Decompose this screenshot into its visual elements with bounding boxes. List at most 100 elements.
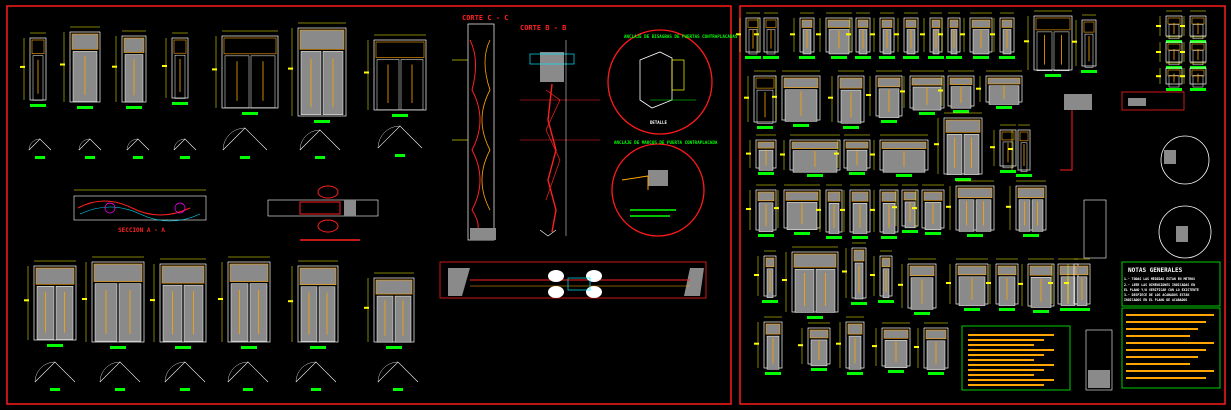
section-label-a: SECCION A - A: [118, 227, 165, 234]
specification-text-lines: [968, 314, 1214, 386]
door-elevation: [836, 316, 865, 375]
section-label-c: CORTE C - C: [462, 14, 508, 22]
door-elevation: [364, 272, 415, 349]
door-elevation: [1024, 10, 1073, 77]
spec-text-line: [968, 364, 1054, 366]
door-elevation: [990, 124, 1017, 173]
door-elevation: [24, 260, 77, 347]
notes-block-3: [961, 325, 1071, 391]
general-notes-block: NOTAS GENERALES 1.- TODAS LAS MEDIDAS ES…: [961, 261, 1221, 391]
door-swing-plan: [222, 127, 268, 159]
door-elevation: [288, 22, 347, 123]
door-elevation: [1072, 14, 1097, 73]
door-elevation: [736, 12, 761, 59]
door-elevation: [1018, 258, 1055, 313]
door-elevation: [1064, 258, 1091, 311]
door-elevation: [870, 250, 894, 303]
door-elevation: [976, 70, 1023, 109]
horizontal-section-double: [439, 261, 707, 299]
door-elevation: [1006, 180, 1047, 237]
notes-title: NOTAS GENERALES: [1128, 267, 1183, 274]
door-swing-plan: [126, 138, 150, 159]
door-elevation: [1156, 36, 1183, 69]
door-elevation: [774, 184, 821, 235]
door-swing-plan: [377, 125, 423, 157]
door-elevation: [60, 26, 101, 109]
door-elevation: [364, 34, 427, 117]
door-swing-plan: [164, 361, 206, 391]
right-door-elevations: [736, 10, 1207, 375]
door-elevation: [790, 12, 815, 59]
door-swing-plan: [173, 138, 197, 159]
door-elevation: [938, 70, 975, 113]
left-door-elevations: [20, 22, 427, 349]
spec-text-line: [968, 344, 1034, 346]
note-line-3: EL PLANO Y/O VERIFICAR CON LO EXISTENTE: [1124, 288, 1199, 292]
door-elevation: [866, 70, 903, 123]
spec-text-line: [968, 349, 1054, 351]
detail-title-frame: ANCLAJE DE MARCOS DE PUERTA CONTRAPLACAD…: [614, 140, 718, 145]
door-elevation: [112, 30, 147, 109]
door-elevation: [798, 322, 831, 371]
door-elevation: [1180, 36, 1207, 69]
note-line-1: 1.- TODAS LAS MEDIDAS ESTAN EN METROS: [1124, 277, 1195, 281]
spec-text-line: [1126, 314, 1214, 316]
door-elevation: [898, 258, 937, 315]
spec-text-line: [968, 339, 1044, 341]
door-swing-plan: [299, 129, 341, 159]
vertical-section-b: [520, 40, 600, 237]
door-elevation: [872, 322, 911, 373]
door-elevation: [900, 70, 945, 115]
detail-circle-hinge: ANCLAJE DE BISAGRAS DE PUERTAS CONTRAPLA…: [607, 29, 738, 135]
door-elevation: [1156, 10, 1183, 43]
door-elevation: [82, 256, 145, 349]
door-elevation: [754, 250, 778, 303]
spec-text-line: [1126, 363, 1190, 365]
sheet-right-frame: [739, 5, 1226, 405]
door-elevation: [754, 316, 783, 375]
spec-text-line: [1126, 342, 1214, 344]
door-elevation: [1008, 124, 1032, 177]
spec-text-line: [1126, 321, 1206, 323]
detail-circle-frame: ANCLAJE DE MARCOS DE PUERTA CONTRAPLACAD…: [611, 140, 718, 237]
door-swing-plan: [78, 138, 102, 159]
spec-text-line: [968, 354, 1044, 356]
door-elevation: [218, 256, 271, 349]
door-elevation: [870, 184, 899, 239]
vertical-section-c: [452, 23, 496, 241]
door-elevation: [840, 184, 871, 239]
door-elevation: [1180, 62, 1207, 91]
door-swing-plan: [28, 138, 52, 159]
detail-caption: DETALLE: [650, 120, 667, 125]
section-label-b: CORTE B - B: [520, 24, 566, 32]
door-swing-plan: [99, 361, 141, 391]
door-elevation: [780, 134, 841, 177]
door-elevation: [934, 112, 983, 181]
door-elevation: [212, 30, 279, 115]
horizontal-section-handle: [267, 185, 379, 241]
door-swing-plan: [377, 361, 419, 391]
notes-block-2: [1121, 307, 1221, 389]
door-elevation: [782, 246, 839, 319]
door-elevation: [746, 134, 777, 175]
door-elevation: [746, 184, 777, 237]
door-elevation: [846, 12, 871, 59]
sheet-left-frame: [6, 5, 732, 405]
note-line-4: 3.- DESPIECE DE LOS ACABADOS ESTAN: [1124, 293, 1189, 297]
door-elevation: [938, 12, 962, 59]
door-elevation: [1048, 258, 1079, 311]
spec-text-line: [1126, 377, 1206, 379]
door-elevation: [946, 258, 989, 311]
door-elevation: [920, 12, 944, 59]
spec-text-line: [968, 359, 1034, 361]
right-section-details: [1060, 91, 1212, 391]
door-elevation: [842, 242, 867, 305]
door-elevation: [990, 12, 1015, 59]
spec-text-line: [968, 379, 1054, 381]
door-elevation: [150, 258, 207, 349]
door-elevation: [986, 258, 1019, 311]
door-plan-symbols: [28, 125, 423, 391]
door-elevation: [946, 180, 995, 237]
spec-text-line: [968, 384, 1044, 386]
